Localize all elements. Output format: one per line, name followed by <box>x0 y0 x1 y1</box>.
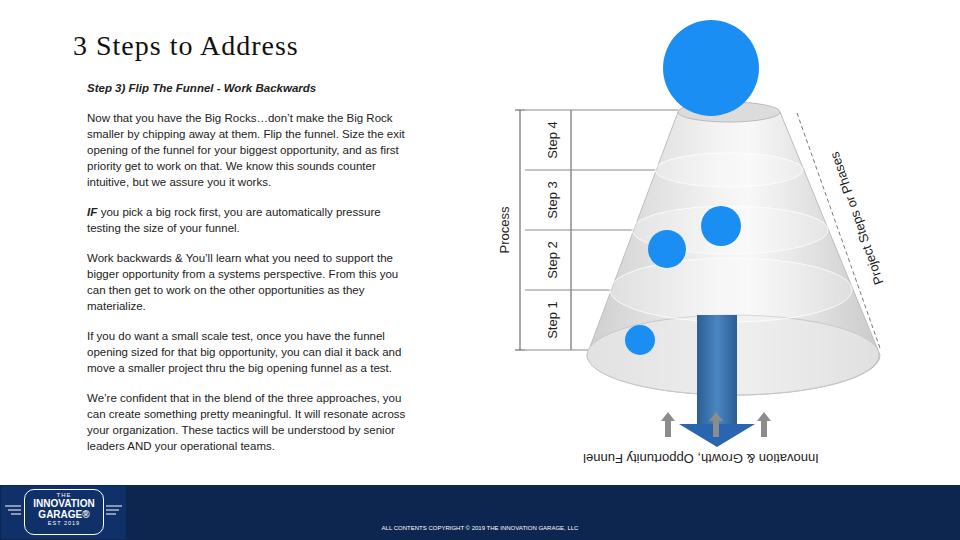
body-paragraph: We’re confident that in the blend of the… <box>87 390 415 454</box>
body-text: Work backwards & You’ll learn what you n… <box>87 252 398 312</box>
flow-arrow <box>679 315 755 447</box>
logo-text: THE <box>29 492 99 498</box>
logo-ground <box>1 486 126 539</box>
body-paragraph: Now that you have the Big Rocks…don’t ma… <box>87 110 415 190</box>
opportunity-circles <box>625 20 759 355</box>
step-label: Step 1 <box>545 301 561 339</box>
logo-text: INNOVATION GARAGE® <box>29 498 99 520</box>
body-paragraph: IFyou pick a big rock first, you are aut… <box>87 204 415 236</box>
text-column: Step 3) Flip The Funnel - Work Backwards… <box>87 80 415 468</box>
body-text: you pick a big rock first, you are autom… <box>87 206 381 234</box>
step-label: Step 4 <box>545 121 561 159</box>
funnel-label: Innovation & Growth, Opportunity Funnel <box>581 450 821 466</box>
body-text: Now that you have the Big Rocks…don’t ma… <box>87 112 405 188</box>
logo-text: EST 2019 <box>29 520 99 526</box>
body-text: We’re confident that in the blend of the… <box>87 392 405 452</box>
step-label: Step 2 <box>545 241 561 279</box>
body-paragraph: If you do want a small scale test, once … <box>87 328 415 376</box>
logo-badge: THEINNOVATION GARAGE®EST 2019 <box>24 489 104 535</box>
bracket-label: Process <box>497 207 513 254</box>
slide-title: 3 Steps to Address <box>73 30 299 62</box>
input-arrows <box>661 412 771 437</box>
step-heading: Step 3) Flip The Funnel - Work Backwards <box>87 80 415 96</box>
footer-bar <box>0 485 960 540</box>
emphasis-word: IF <box>87 206 97 218</box>
copyright-note: ALL CONTENTS COPYRIGHT © 2019 THE INNOVA… <box>382 525 579 532</box>
body-paragraph: Work backwards & You’ll learn what you n… <box>87 250 415 314</box>
body-text: If you do want a small scale test, once … <box>87 330 401 374</box>
step-label: Step 3 <box>545 181 561 219</box>
body-text: Step 3) Flip The Funnel - Work Backwards <box>87 82 316 94</box>
